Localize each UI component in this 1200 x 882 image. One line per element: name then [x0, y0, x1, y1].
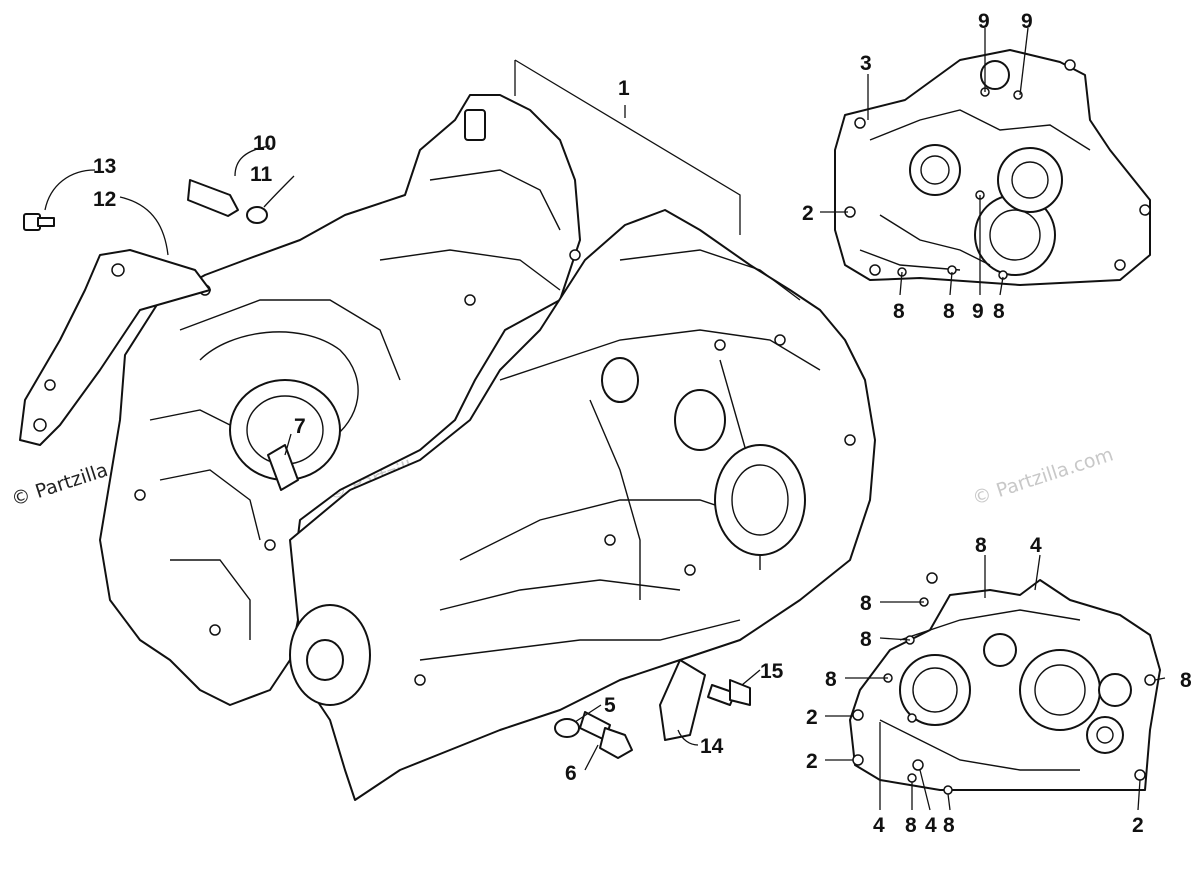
callout-7: 7	[294, 415, 306, 438]
callout-14: 14	[700, 735, 724, 758]
callout-8-bottom-d: 8	[825, 668, 837, 691]
callout-2-bottom-a: 2	[806, 706, 818, 729]
callout-8-top-c: 8	[993, 300, 1005, 323]
callout-8-bottom-b: 8	[860, 592, 872, 615]
callout-labels: 1 10 11 13 12 7 5 6 14 15 3 2 9 9 8 8 9 …	[93, 10, 1192, 837]
callout-2-top: 2	[802, 202, 814, 225]
watermark-right: © Partzilla.com	[970, 444, 1116, 510]
crankcase-assembly	[99, 94, 876, 801]
callout-8-top-b: 8	[943, 300, 955, 323]
bracket-part-12	[19, 249, 211, 446]
callout-13: 13	[93, 155, 116, 178]
o-ring-part-11	[246, 206, 268, 224]
callout-10: 10	[253, 132, 276, 155]
callout-9-a: 9	[978, 10, 990, 33]
callout-5: 5	[604, 694, 616, 717]
callout-4-bottom-b: 4	[925, 814, 937, 837]
callout-2-bottom-b: 2	[806, 750, 818, 773]
callout-8-top-a: 8	[893, 300, 905, 323]
callout-2-bottom-c: 2	[1132, 814, 1144, 837]
bolt-part-6	[579, 711, 633, 759]
callout-8-bottom-e: 8	[1180, 669, 1192, 692]
callout-8-bottom-g: 8	[943, 814, 955, 837]
callout-1-bracket	[514, 59, 741, 235]
callout-8-bottom-c: 8	[860, 628, 872, 651]
inset-bottom-crankcase	[849, 572, 1161, 795]
bolt-part-13	[23, 213, 55, 231]
bolt-part-15	[707, 679, 751, 706]
leader-lines	[44, 27, 1166, 811]
callout-8-bottom-a: 8	[975, 534, 987, 557]
callout-9-b: 9	[1021, 10, 1033, 33]
callout-9-c: 9	[972, 300, 984, 323]
callout-11: 11	[250, 163, 273, 186]
callout-6: 6	[565, 762, 577, 785]
inset-top-crankcase	[834, 49, 1151, 286]
callout-1: 1	[618, 77, 630, 100]
callout-12: 12	[93, 188, 116, 211]
callout-3: 3	[860, 52, 872, 75]
plate-part-14	[659, 659, 706, 741]
callout-15: 15	[760, 660, 784, 683]
dowel-part-10	[187, 179, 239, 217]
callout-8-bottom-f: 8	[905, 814, 917, 837]
callout-4-bottom-a: 4	[873, 814, 885, 837]
callout-4-top: 4	[1030, 534, 1042, 557]
